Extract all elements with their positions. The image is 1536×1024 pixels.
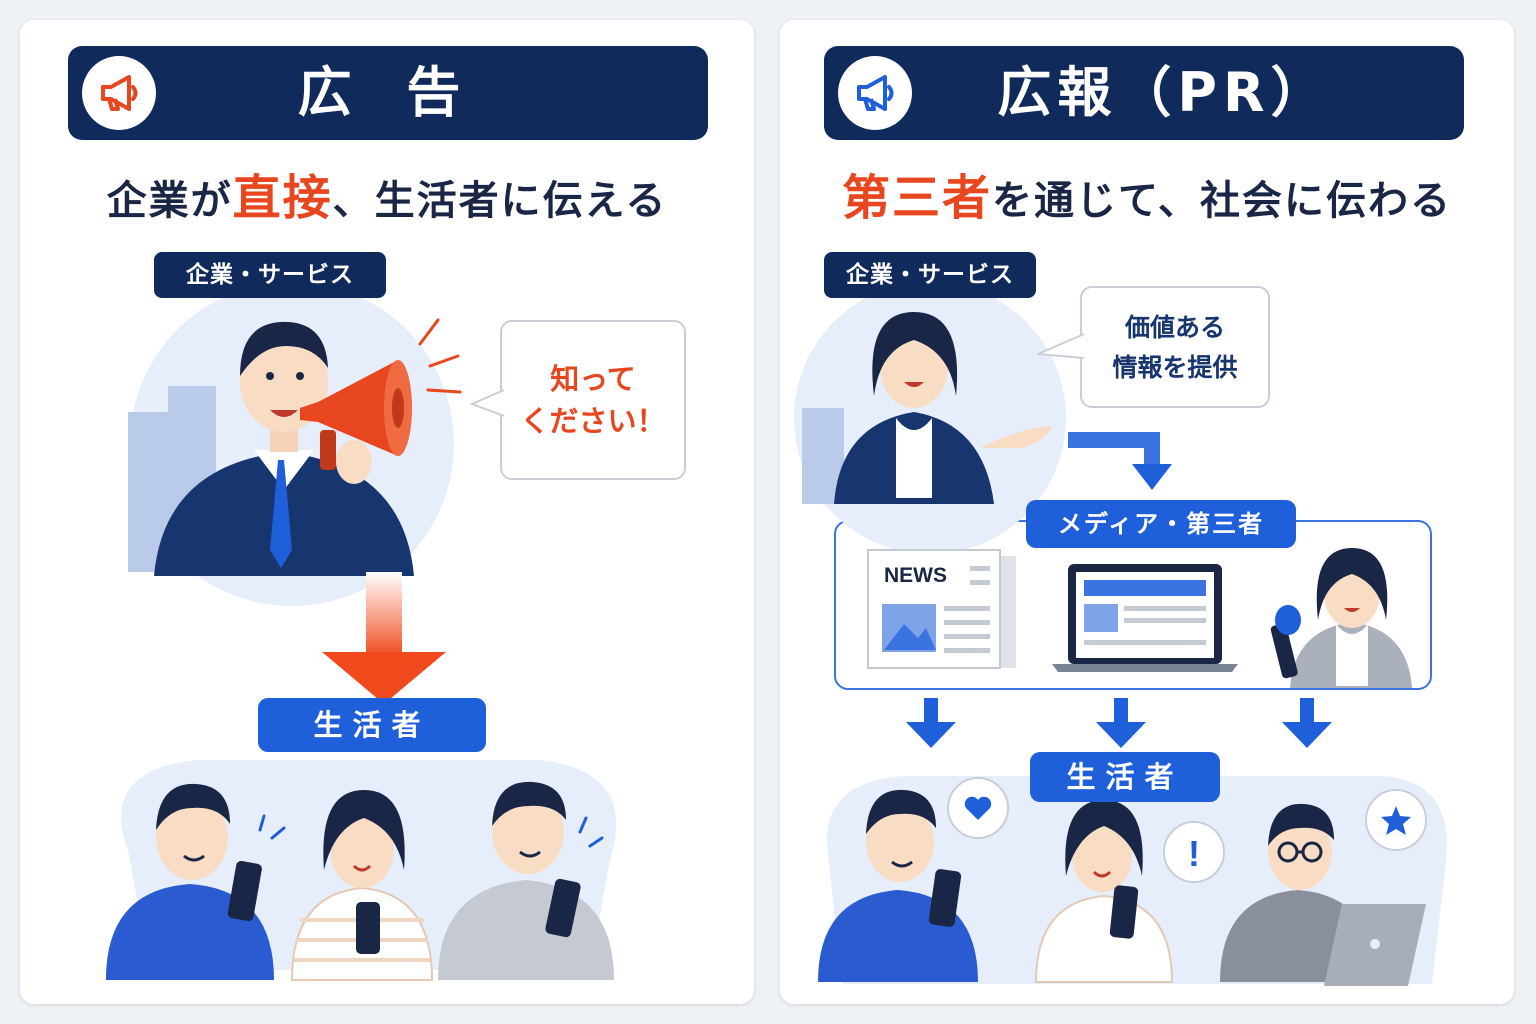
pr-title: 広報（PR）	[997, 61, 1331, 124]
exclamation-icon: !	[1163, 821, 1225, 883]
advertising-panel: 広 告 企業が直接、生活者に伝える	[20, 20, 754, 1004]
exclamation-mark: !	[1188, 833, 1200, 874]
advertising-illustration	[106, 282, 617, 981]
company-service-label: 企業・サービス	[824, 252, 1036, 298]
businesswoman-figure	[834, 312, 1052, 504]
newspaper-icon	[867, 549, 1016, 669]
bent-arrow-icon	[1068, 432, 1172, 490]
star-icon	[1365, 789, 1427, 851]
advertising-subtitle: 企業が直接、生活者に伝える	[20, 170, 754, 229]
pr-panel: 広報（PR） 第三者を通じて、社会に伝わる	[780, 20, 1514, 1004]
speech-bubble: 知って ください！	[470, 320, 686, 480]
megaphone-icon	[838, 56, 912, 130]
consumer-person-1	[818, 789, 978, 982]
advertising-title: 広 告	[297, 61, 479, 124]
news-label: NEWS	[884, 564, 947, 587]
consumer-person-3	[438, 781, 614, 980]
speech-bubble-tail	[1037, 333, 1084, 359]
consumer-label: 生活者	[1030, 752, 1220, 802]
down-arrow-icon	[322, 572, 446, 704]
reporter-figure	[1270, 548, 1412, 688]
consumer-person-2	[1034, 800, 1174, 983]
consumer-person-3	[1220, 803, 1426, 986]
heart-icon	[947, 777, 1009, 839]
subtitle-accent: 第三者	[841, 170, 992, 226]
speech-bubble: 価値ある 情報を提供	[1037, 286, 1270, 408]
down-arrows	[906, 698, 1332, 748]
pr-subtitle: 第三者を通じて、社会に伝わる	[780, 170, 1514, 229]
speech-line-1: 価値ある	[1124, 313, 1225, 342]
megaphone-icon	[82, 56, 156, 130]
pr-header: 広報（PR）	[824, 46, 1464, 140]
subtitle-text: 、生活者に伝える	[332, 178, 668, 224]
advertising-header: 広 告	[68, 46, 708, 140]
consumer-label: 生活者	[258, 698, 486, 752]
media-third-party-label: メディア・第三者	[1026, 500, 1296, 548]
down-arrow-icon	[1096, 698, 1146, 748]
company-service-label: 企業・サービス	[154, 252, 386, 298]
laptop-icon	[1052, 564, 1238, 672]
megaphone-icon	[300, 360, 412, 470]
consumer-person-1	[106, 783, 286, 980]
consumer-person-2	[290, 790, 434, 981]
subtitle-accent: 直接	[232, 170, 333, 226]
speech-line-1: 知って	[550, 362, 636, 396]
subtitle-text: 企業が	[106, 178, 233, 224]
pr-illustration: !	[794, 282, 1447, 986]
down-arrow-icon	[1282, 698, 1332, 748]
speech-line-2: 情報を提供	[1112, 353, 1238, 382]
subtitle-text: を通じて、社会に伝わる	[992, 178, 1452, 224]
down-arrow-icon	[906, 698, 956, 748]
speech-line-2: ください！	[520, 404, 666, 438]
shout-lines	[418, 318, 462, 394]
speech-bubble-tail	[470, 389, 504, 417]
